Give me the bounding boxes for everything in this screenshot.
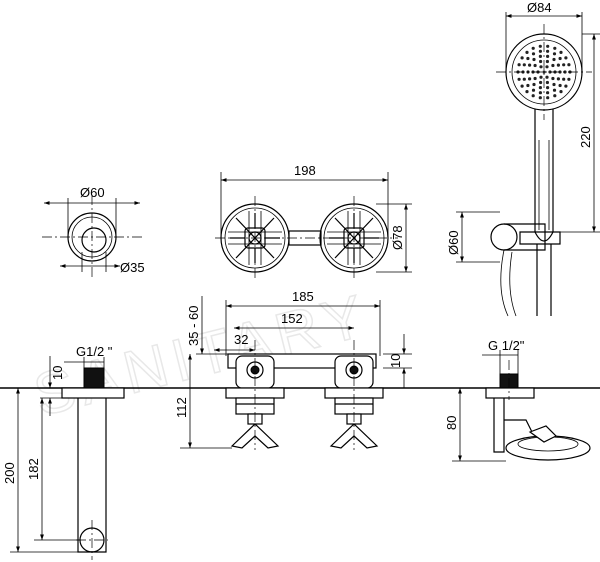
nozzle-dot [539,80,543,85]
nozzle-dot [522,63,526,67]
nozzle-dot [553,94,557,98]
nozzle-dot [559,90,563,94]
nozzle-dot [562,77,566,81]
valves-front-view: 185 152 32 35 - 60 112 10 [174,289,412,450]
nozzle-dot [558,83,562,88]
nozzle-dot [559,50,563,55]
dim-width-152: 152 [281,311,303,326]
nozzle-dot [538,91,543,95]
nozzle-dot [539,75,543,79]
nozzle-dot [564,56,568,60]
nozzle-dot [522,77,526,81]
nozzle-dot [542,70,546,74]
nozzle-dot [517,63,521,67]
nozzle-dot [546,54,550,59]
nozzle-dot [531,46,535,50]
nozzle-dot [528,63,532,67]
nozzle-dot [567,77,571,81]
nozzle-dot [526,56,530,61]
nozzle-dot [538,44,542,48]
nozzle-dot [539,59,543,64]
spout-side-view: G1/2 " 10 182 200 [2,344,125,560]
nozzle-dot [533,63,537,68]
nozzle-dot [528,77,532,81]
nozzle-dot [525,50,529,55]
nozzle-dot [546,49,550,53]
nozzle-dot [545,80,550,85]
dim-diameter-78: Ø78 [390,225,405,250]
nozzle-dot [551,76,555,81]
nozzle-dot [538,49,543,53]
nozzle-dot [546,86,550,90]
nozzle-dot [525,90,529,94]
dim-height-112: 112 [174,397,189,418]
nozzle-dot [545,65,549,69]
nozzle-dot [556,77,561,81]
dim-width-185: 185 [292,289,314,304]
nozzle-dot [538,86,543,90]
nozzle-dot [526,83,530,88]
nozzle-dot [556,63,561,67]
nozzle-dot [562,63,566,67]
dim-width-32: 32 [234,332,248,347]
dim-height-182: 182 [26,458,41,480]
nozzle-dot [567,63,571,67]
nozzle-dot [539,65,543,69]
dim-length-220: 220 [578,126,593,148]
nozzle-dot [538,96,542,100]
dim-diameter-84: Ø84 [527,0,552,15]
dim-width-198: 198 [294,163,316,178]
nozzle-dot [531,52,536,56]
nozzle-dot [520,56,524,60]
nozzle-dot [558,56,562,61]
nozzle-dot [551,63,555,68]
spout-top-view: Ø60 Ø35 [42,185,145,280]
nozzle-dot [552,88,557,92]
nozzle-dot [564,84,568,88]
nozzle-dot [517,77,521,81]
dim-height-80: 80 [444,416,459,430]
nozzle-dot [533,76,537,81]
dim-range-35-60: 35 - 60 [186,306,201,346]
dim-diameter-35: Ø35 [120,260,145,275]
nozzle-dot [552,82,556,87]
nozzle-dot [546,44,550,48]
nozzle-dot [552,57,556,62]
valves-top-view: 198 Ø78 [215,163,412,278]
dim-height-10-right: 10 [388,354,403,368]
nozzle-dot [531,94,535,98]
thread-label-right: G 1/2" [488,338,525,353]
nozzle-dot [520,84,524,88]
nozzle-dot [546,96,550,100]
nozzle-dot [532,82,536,87]
nozzle-dot [545,75,549,79]
hand-shower-view: Ø84 220 Ø60 [446,0,600,317]
nozzle-dot [546,91,550,95]
shower-nozzle-dots [516,44,572,100]
nozzle-dot [532,57,536,62]
nozzle-dot [553,46,557,50]
dim-height-10-left: 10 [50,366,65,380]
nozzle-dot [538,54,543,59]
dim-diameter-60-holder: Ø60 [446,230,461,255]
nozzle-dot [552,52,557,56]
holder-front-view: G 1/2" 80 [444,338,591,462]
nozzle-dot [531,88,536,92]
dim-height-200: 200 [2,462,17,484]
dim-diameter-60-spout: Ø60 [80,185,105,200]
thread-label-left: G1/2 " [76,344,113,359]
nozzle-dot [545,59,550,64]
